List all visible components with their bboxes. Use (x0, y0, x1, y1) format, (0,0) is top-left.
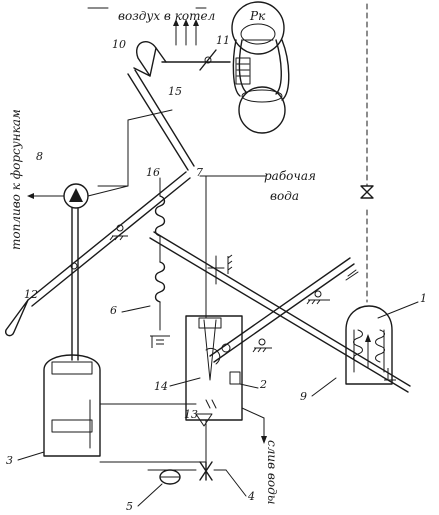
cross-rod (209, 257, 359, 363)
body-pivot (252, 338, 272, 353)
callouts: 1 2 3 4 5 6 7 8 9 10 11 12 13 14 15 16 (6, 34, 427, 513)
callout-14: 14 (154, 380, 168, 393)
boiler-drum (231, 1, 285, 55)
fuel-to-nozzles-label: топливо к форсункам (9, 109, 23, 250)
water-drain-label: слив воды (265, 440, 279, 504)
callout-2: 2 (259, 378, 267, 391)
working-water-line (199, 175, 267, 319)
air-damper (161, 49, 231, 71)
callout-13: 13 (184, 408, 198, 421)
callout-9: 9 (300, 390, 307, 403)
check-valve (360, 185, 374, 199)
pressure-chamber (345, 305, 396, 385)
callout-7: 7 (196, 166, 203, 179)
air-to-boiler-label: воздух в котел (118, 9, 215, 23)
callout-8: 8 (36, 150, 43, 163)
callout-15: 15 (168, 85, 182, 98)
callout-10: 10 (112, 38, 126, 51)
regulator-body (185, 315, 243, 421)
pump-rods (71, 207, 79, 361)
fuel-pump (27, 183, 129, 209)
servo-diaphragm (133, 40, 167, 77)
drain-valve (199, 461, 227, 481)
main-lever-9 (149, 231, 411, 393)
pivot-points (70, 224, 128, 270)
callout-5: 5 (126, 500, 133, 513)
throttle (195, 413, 213, 427)
air-flow-arrows (87, 7, 207, 46)
lower-drum (238, 86, 286, 134)
working-water-label-1: рабочая (264, 169, 316, 183)
callout-1: 1 (420, 292, 427, 305)
bottom-tank (43, 354, 207, 463)
callout-12: 12 (24, 288, 38, 301)
drain-line (241, 407, 267, 444)
callout-16: 16 (146, 166, 160, 179)
callout-6: 6 (110, 304, 117, 317)
callout-3: 3 (6, 454, 13, 467)
handle (4, 299, 29, 337)
flow-meter (147, 469, 197, 485)
working-water-label-2: вода (270, 189, 299, 203)
callout-4: 4 (247, 490, 255, 503)
linkage-15 (97, 69, 195, 187)
boiler-pressure-label: Pк (249, 9, 266, 23)
manometer-bellows (235, 57, 251, 85)
callout-11: 11 (216, 34, 230, 47)
spring-assembly (150, 177, 170, 348)
